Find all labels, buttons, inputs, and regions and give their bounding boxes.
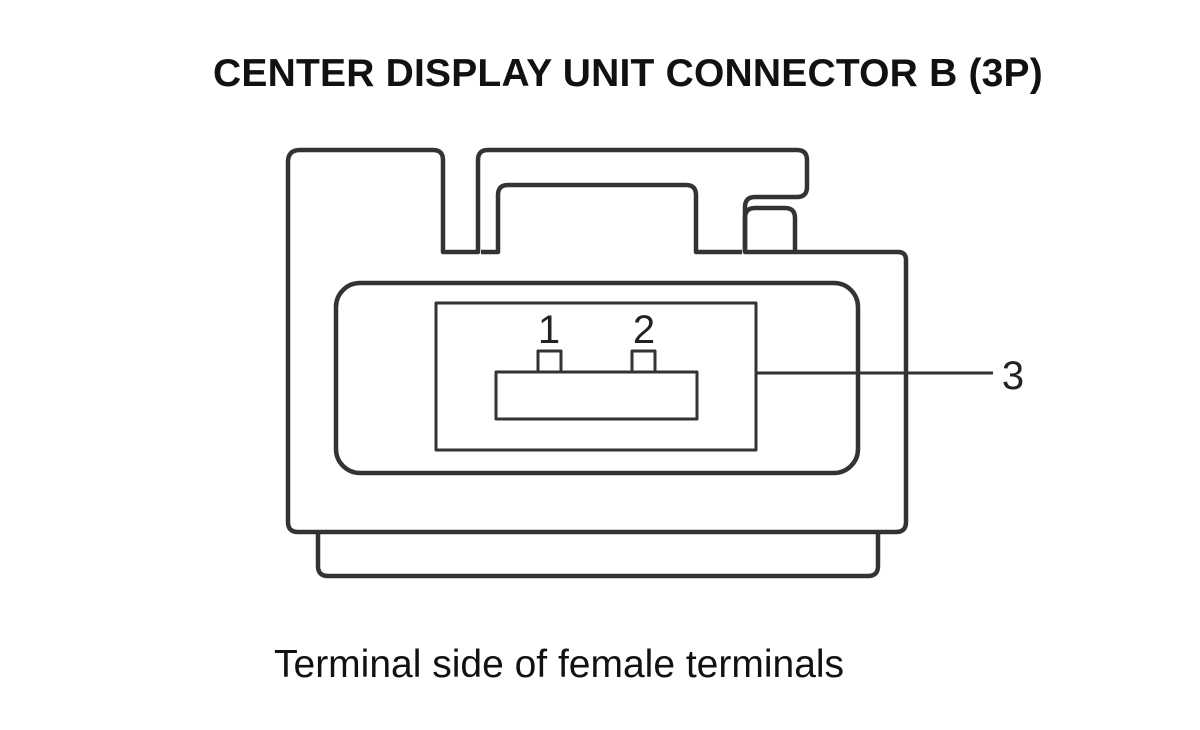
- pin-1: [536, 349, 563, 374]
- terminal-face: [434, 301, 758, 452]
- terminal-label-3: 3: [1002, 354, 1024, 398]
- terminal-bar: [494, 370, 699, 421]
- diagram-caption: Terminal side of female terminals: [274, 643, 845, 686]
- connector-base-plate: [315, 532, 881, 579]
- terminal-label-2: 2: [633, 308, 655, 352]
- pin-2: [630, 349, 657, 374]
- lock-tab-inner-outline: [481, 182, 742, 255]
- connector-cavity: [333, 280, 861, 476]
- page-title: CENTER DISPLAY UNIT CONNECTOR B (3P): [213, 52, 1043, 95]
- terminal-label-1: 1: [538, 308, 560, 352]
- latch-nub-outline: [742, 205, 798, 252]
- connector-housing-outline: [285, 147, 909, 535]
